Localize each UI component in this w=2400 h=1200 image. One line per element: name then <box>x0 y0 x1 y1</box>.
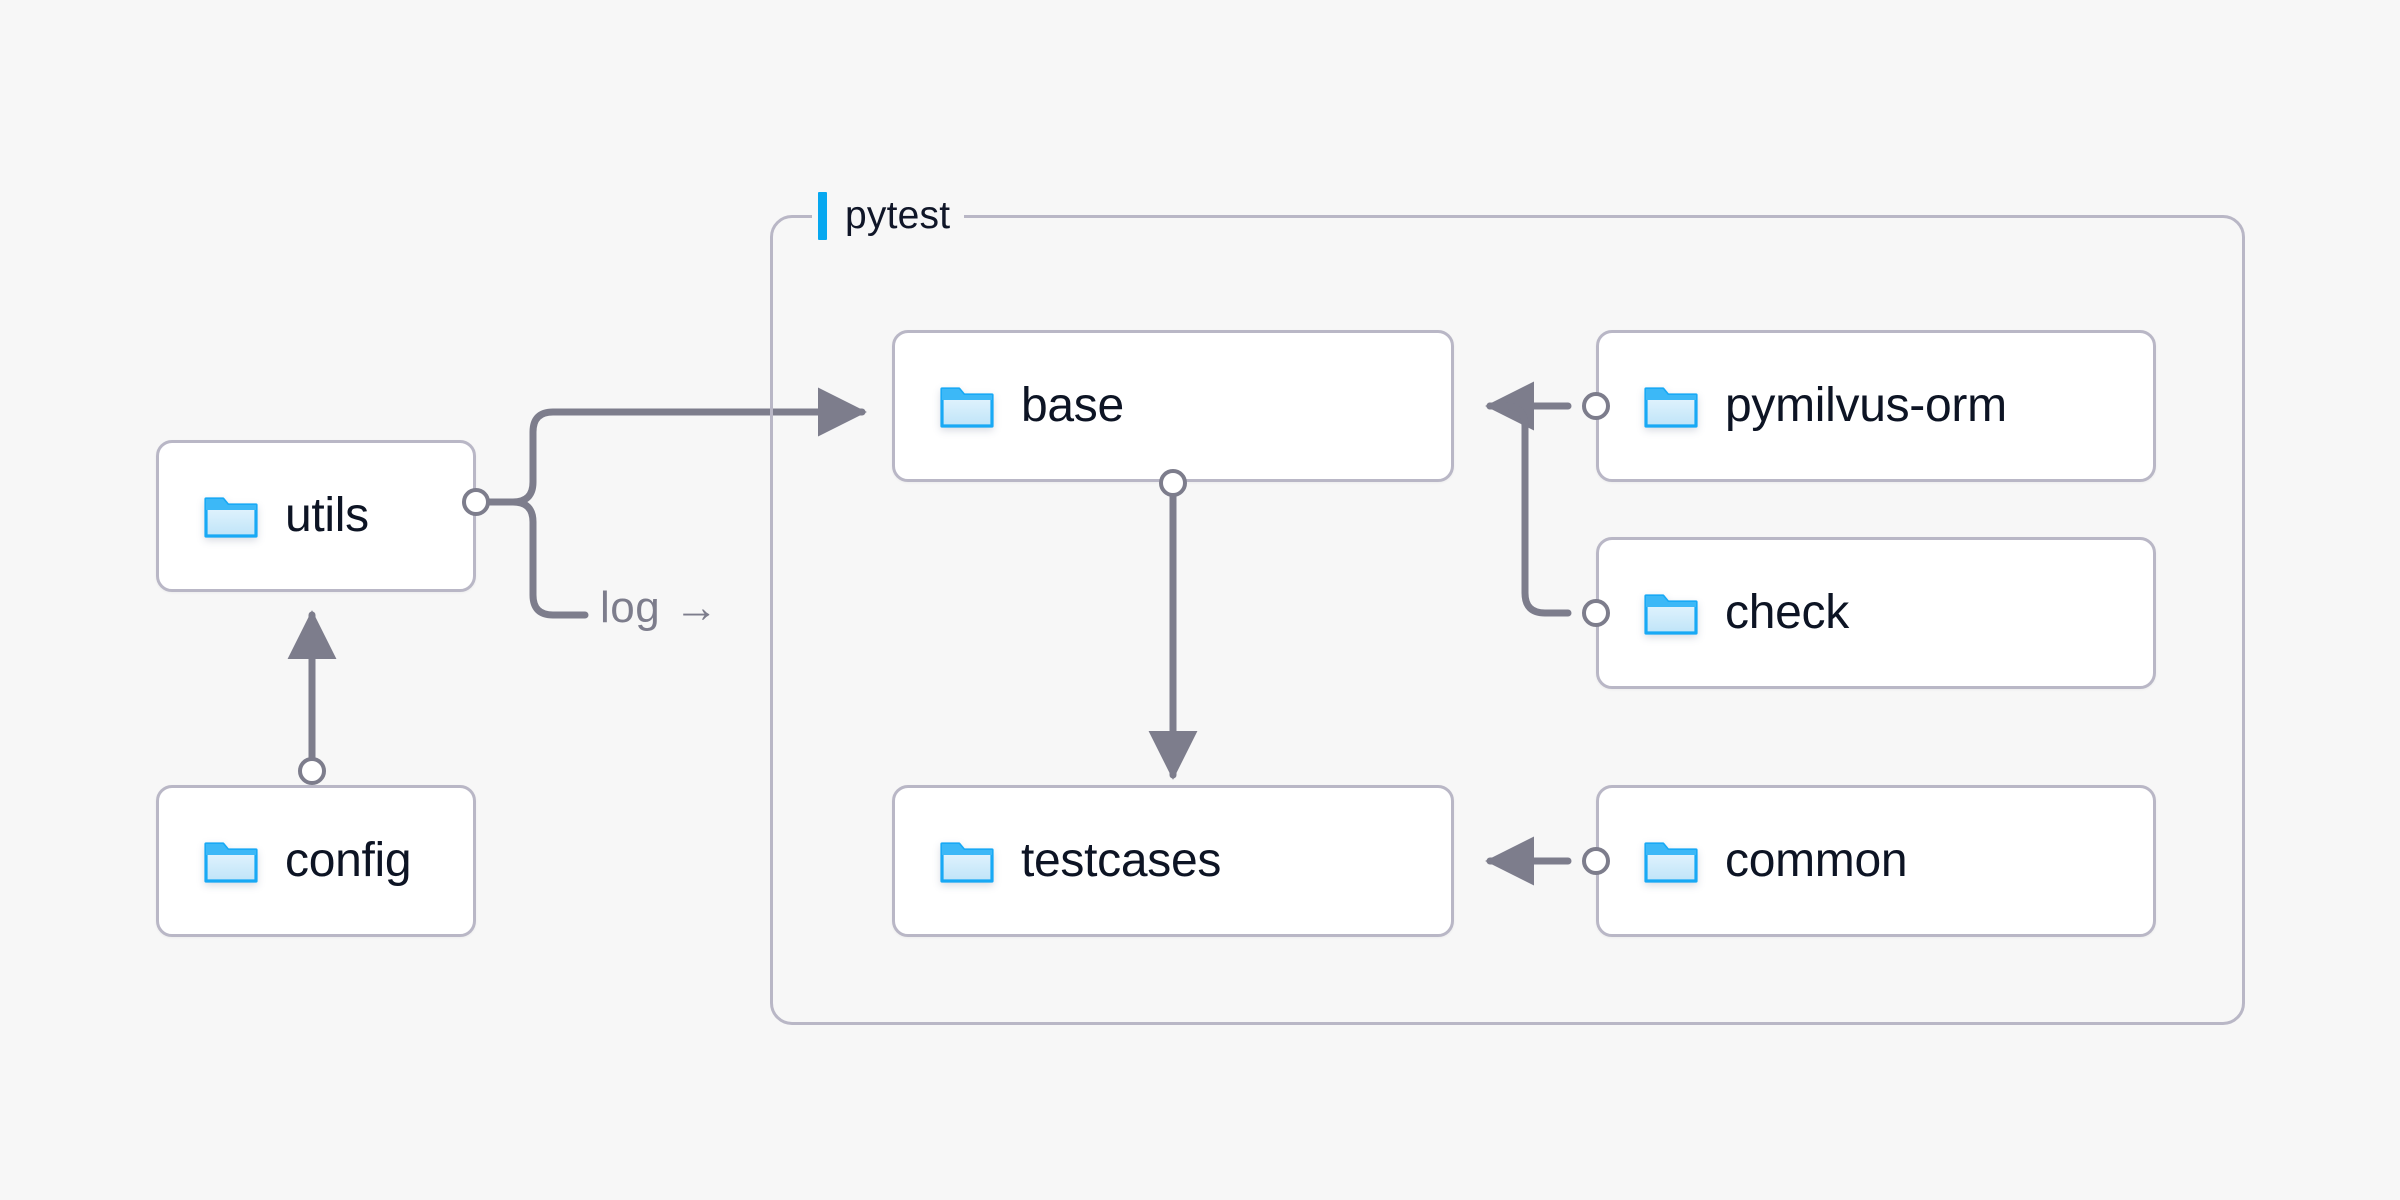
folder-icon <box>204 842 258 883</box>
node-config-content: config <box>159 834 412 887</box>
edge-utils-to-log <box>486 498 589 619</box>
folder-icon <box>940 842 994 883</box>
pytest-group-label: pytest <box>812 185 965 247</box>
port-check-left[interactable] <box>1582 599 1610 627</box>
port-utils-right[interactable] <box>462 488 490 516</box>
pytest-group-container[interactable] <box>770 215 2245 1025</box>
node-utils[interactable]: utils <box>156 440 476 592</box>
node-base-label: base <box>1021 379 1124 432</box>
node-check-label: check <box>1725 586 1849 639</box>
folder-icon <box>1644 387 1698 428</box>
node-testcases-label: testcases <box>1021 834 1222 887</box>
node-check[interactable]: check <box>1596 537 2156 689</box>
node-base-content: base <box>895 381 1124 431</box>
node-common[interactable]: common <box>1596 785 2156 937</box>
node-testcases-content: testcases <box>895 836 1221 886</box>
port-common-left[interactable] <box>1582 847 1610 875</box>
folder-icon <box>204 497 258 538</box>
port-base-bottom[interactable] <box>1159 469 1187 497</box>
group-accent-bar <box>818 192 827 240</box>
node-common-content: common <box>1599 834 1908 887</box>
node-testcases[interactable]: testcases <box>892 785 1454 937</box>
folder-icon <box>1644 842 1698 883</box>
port-pymilvus-orm-left[interactable] <box>1582 392 1610 420</box>
port-config-top[interactable] <box>298 757 326 785</box>
folder-icon <box>940 387 994 428</box>
node-pymilvus-orm-content: pymilvus-orm <box>1599 381 2007 431</box>
node-config[interactable]: config <box>156 785 476 937</box>
folder-icon <box>1644 594 1698 635</box>
edge-label-log: log → <box>600 586 719 630</box>
node-config-label: config <box>285 834 412 887</box>
group-title-text: pytest <box>845 194 951 237</box>
node-pymilvus-orm-label: pymilvus-orm <box>1725 379 2007 432</box>
node-pymilvus-orm[interactable]: pymilvus-orm <box>1596 330 2156 482</box>
edge-label-log-text: log <box>600 583 661 632</box>
node-utils-content: utils <box>159 491 369 541</box>
node-check-content: check <box>1599 588 1849 638</box>
node-utils-label: utils <box>285 489 369 542</box>
node-common-label: common <box>1725 834 1908 887</box>
arrow-right-icon: → <box>674 583 719 632</box>
node-base[interactable]: base <box>892 330 1454 482</box>
